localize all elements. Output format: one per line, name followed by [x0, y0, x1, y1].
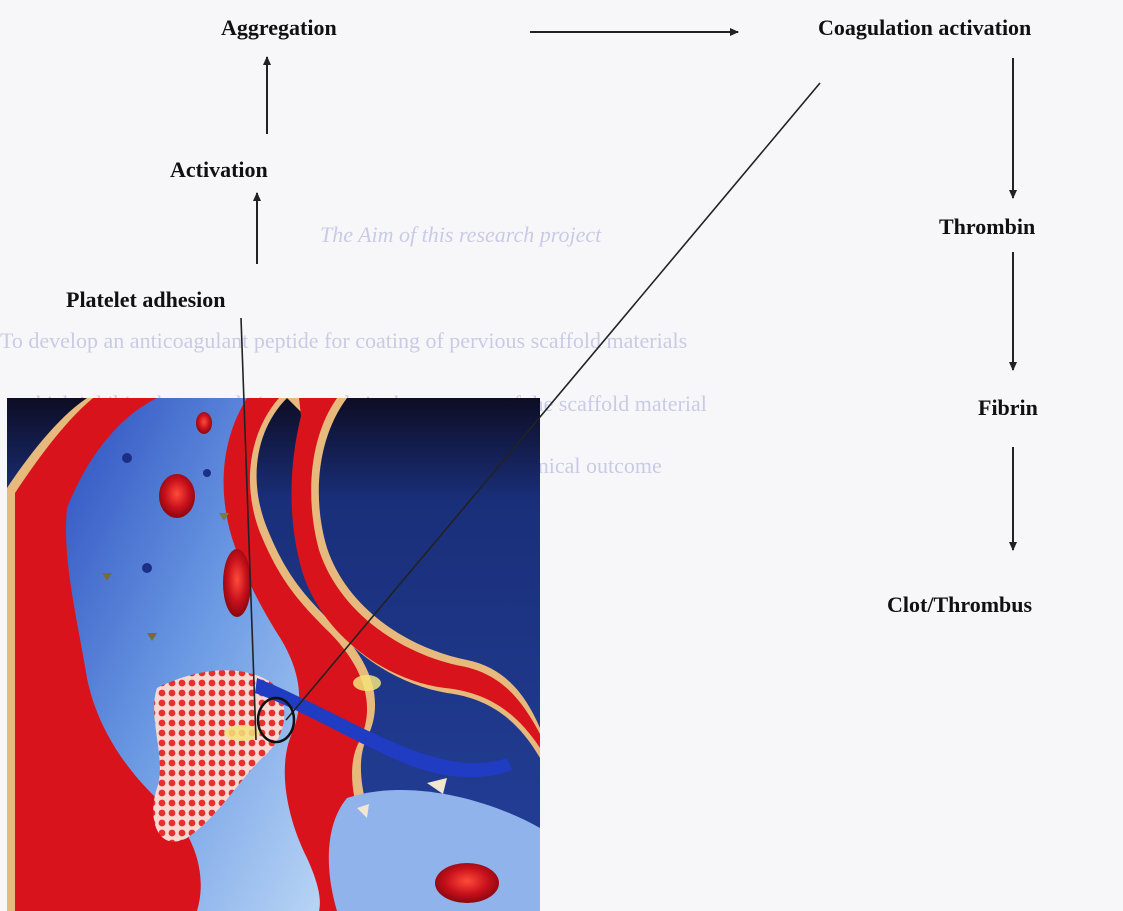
pointer-line-adhesion — [241, 318, 256, 740]
node-aggregation: Aggregation — [221, 17, 337, 39]
node-thrombin: Thrombin — [939, 216, 1035, 238]
node-coagulation-activation: Coagulation activation — [818, 17, 1031, 39]
pointer-line-coagulation — [286, 83, 820, 720]
zoom-circle — [258, 698, 294, 742]
node-fibrin: Fibrin — [978, 397, 1038, 419]
node-clot-thrombus: Clot/Thrombus — [887, 594, 1032, 616]
node-platelet-adhesion: Platelet adhesion — [66, 289, 226, 311]
node-activation: Activation — [170, 159, 268, 181]
